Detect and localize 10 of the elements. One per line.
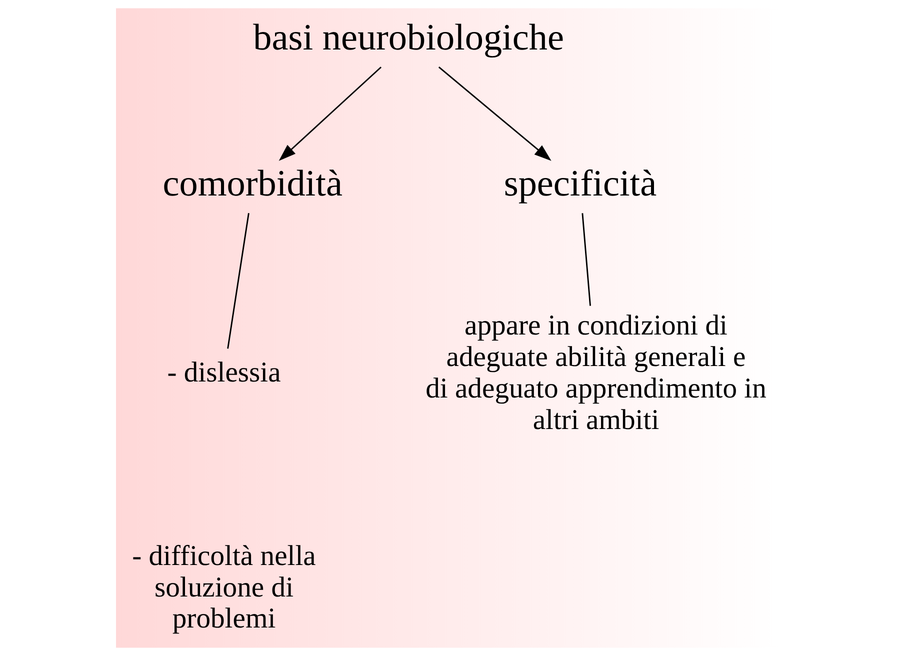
connector (581, 213, 590, 306)
connector (226, 213, 249, 349)
node-text: comorbidità (162, 163, 342, 204)
arrow (438, 66, 551, 161)
node-text: - dislessia (166, 358, 280, 389)
node-text: specificità (503, 163, 656, 204)
node-text: appare in condizioni di adeguate abilità generali e di adeguato apprendimento in altri ambiti (425, 310, 766, 436)
node-text: basi neurobiologiche (252, 17, 564, 58)
label: - difficoltà nella soluzione di problemi (132, 540, 316, 635)
arrow (278, 66, 382, 161)
